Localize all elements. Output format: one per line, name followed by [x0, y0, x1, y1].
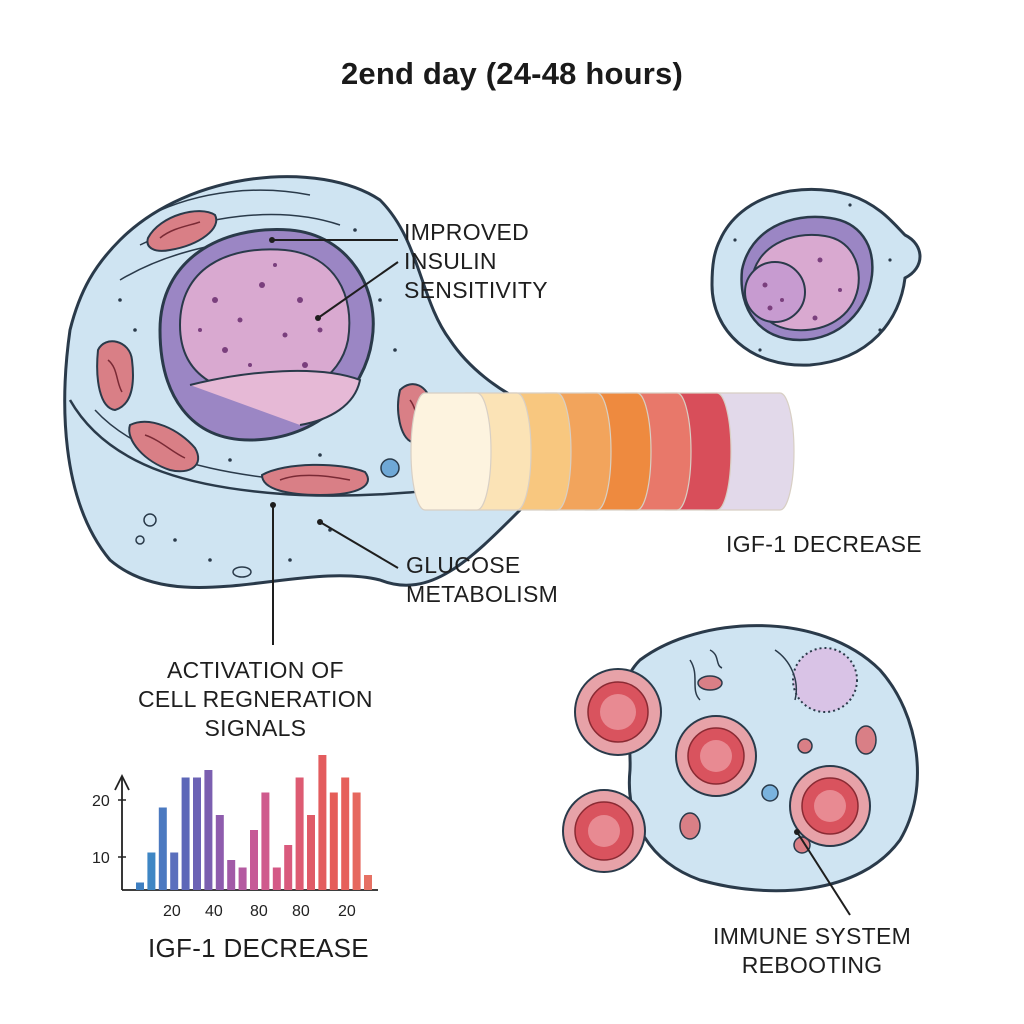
chart-bar: [364, 875, 372, 890]
page-title: 2end day (24-48 hours): [340, 56, 684, 91]
x-tick-label: 20: [338, 903, 356, 920]
chart-bar: [147, 852, 156, 890]
glucose-leader: [319, 521, 399, 569]
small-cell: [710, 187, 922, 367]
igf-gradient-tube: [410, 392, 795, 511]
x-tick-label: 80: [250, 903, 268, 920]
chart-bar: [341, 777, 350, 890]
leader-lines: [272, 239, 851, 916]
insulin-sensitivity-label: IMPROVED INSULIN SENSITIVITY: [404, 219, 548, 303]
chart-bar: [181, 777, 190, 890]
chart-bar: [136, 882, 144, 890]
chart-bar: [318, 755, 327, 890]
chart-bar: [193, 777, 201, 890]
chart-bar: [307, 815, 315, 890]
nucleus: [158, 228, 375, 442]
red-blood-cell: [789, 765, 871, 847]
red-blood-cell: [675, 715, 757, 797]
igf-bar-chart: 10 20 20 40 80 80 20: [92, 755, 378, 920]
chart-bar: [215, 815, 224, 890]
immune-system-label: IMMUNE SYSTEM REBOOTING: [713, 923, 912, 978]
large-cell: [63, 175, 522, 589]
chart-bar: [284, 845, 293, 890]
y-tick-label: 10: [92, 850, 110, 867]
igf-decrease-label: IGF-1 DECREASE: [726, 531, 922, 557]
y-tick-label: 20: [92, 793, 110, 810]
x-tick-label: 80: [292, 903, 310, 920]
chart-bar: [250, 830, 258, 890]
chart-bar: [295, 777, 304, 890]
cell-regeneration-label: ACTIVATION OF CELL REGNERATION SIGNALS: [138, 657, 373, 741]
insulin-leader-2: [317, 261, 399, 319]
x-tick-label: 20: [163, 903, 181, 920]
red-blood-cell: [574, 668, 662, 756]
chart-bar: [261, 792, 270, 890]
chart-bar: [158, 807, 167, 890]
glucose-metabolism-label: GLUCOSE METABOLISM: [406, 552, 559, 607]
gradient-band: [410, 392, 492, 511]
chart-bar: [238, 867, 247, 890]
chart-title: IGF-1 DECREASE: [148, 933, 369, 963]
mitochondria: [96, 210, 434, 497]
chart-bar: [352, 792, 361, 890]
immune-leader: [796, 831, 851, 916]
x-tick-label: 40: [205, 903, 223, 920]
chart-bar: [329, 792, 338, 890]
red-blood-cell: [562, 789, 646, 873]
chart-bar: [170, 852, 179, 890]
chart-bar: [204, 770, 213, 890]
chart-bar: [227, 860, 236, 890]
immune-cell: [562, 624, 919, 893]
y-axis-arrow: [114, 773, 130, 791]
chart-bar: [272, 867, 281, 890]
